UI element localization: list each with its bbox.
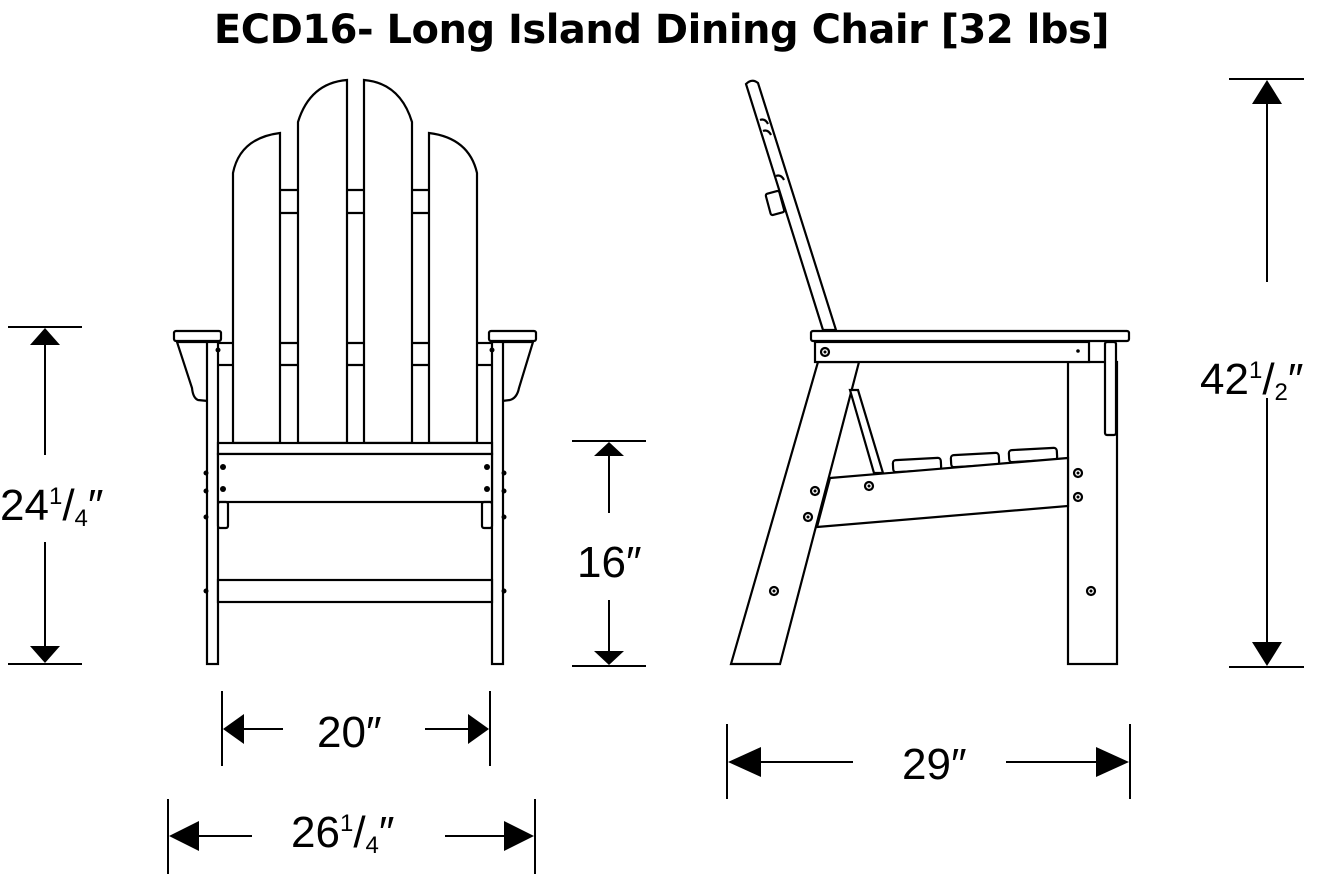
overall-width-whole: 26: [291, 808, 340, 857]
arm-height-num: 1: [48, 483, 63, 510]
left-cleat: [216, 500, 230, 530]
seat-apron: [216, 452, 494, 504]
back-slat-3: [362, 78, 414, 445]
label-seat-height: 16″: [577, 538, 642, 587]
overall-height-unit: ″: [1287, 355, 1304, 404]
left-armrest: [172, 329, 223, 343]
side-view: [729, 79, 1131, 666]
back-slat-4: [427, 131, 479, 445]
left-leg: [205, 340, 220, 666]
overall-width-unit: ″: [378, 808, 395, 857]
diagram-title: ECD16- Long Island Dining Chair [32 lbs]: [213, 7, 1110, 53]
back-slat-2: [296, 78, 349, 445]
overall-width-num: 1: [339, 810, 354, 837]
dim-seat-height: [572, 440, 646, 667]
back-rail: [744, 79, 838, 332]
back-slat-1: [231, 131, 282, 445]
left-arm-bracket: [175, 340, 210, 403]
dim-arm-height: [8, 326, 82, 665]
diagonal-brace: [848, 388, 885, 475]
right-armrest: [487, 329, 538, 343]
seat-front-edge: [216, 441, 494, 456]
lower-stretcher: [216, 578, 494, 604]
back-block: [764, 189, 786, 217]
label-overall-width: 261/4″: [291, 808, 395, 859]
screws: [768, 346, 1097, 597]
arm-height-den: 4: [74, 505, 88, 532]
dim-seat-width: [221, 691, 491, 766]
label-overall-depth: 29″: [902, 740, 967, 789]
overall-height-num: 1: [1248, 357, 1263, 384]
dim-overall-height: [1229, 78, 1304, 668]
dim-overall-depth: [726, 724, 1131, 799]
overall-height-whole: 42: [1200, 355, 1249, 404]
label-overall-height: 421/2″: [1200, 355, 1304, 406]
right-arm-bracket: [500, 340, 535, 403]
overall-height-den: 2: [1274, 379, 1288, 406]
label-seat-width: 20″: [317, 708, 382, 757]
front-view: [172, 78, 538, 666]
overall-width-den: 4: [365, 832, 379, 859]
arm-height-unit: ″: [87, 481, 104, 530]
arm-support: [1103, 340, 1118, 437]
side-rail: [815, 456, 1070, 529]
right-cleat: [480, 500, 494, 530]
seat-apron-side: [813, 340, 1091, 364]
label-arm-height: 241/4″: [0, 481, 104, 532]
seat-top: [809, 329, 1131, 343]
dim-overall-width: [167, 799, 536, 874]
right-leg: [490, 340, 505, 666]
arm-height-whole: 24: [0, 481, 49, 530]
